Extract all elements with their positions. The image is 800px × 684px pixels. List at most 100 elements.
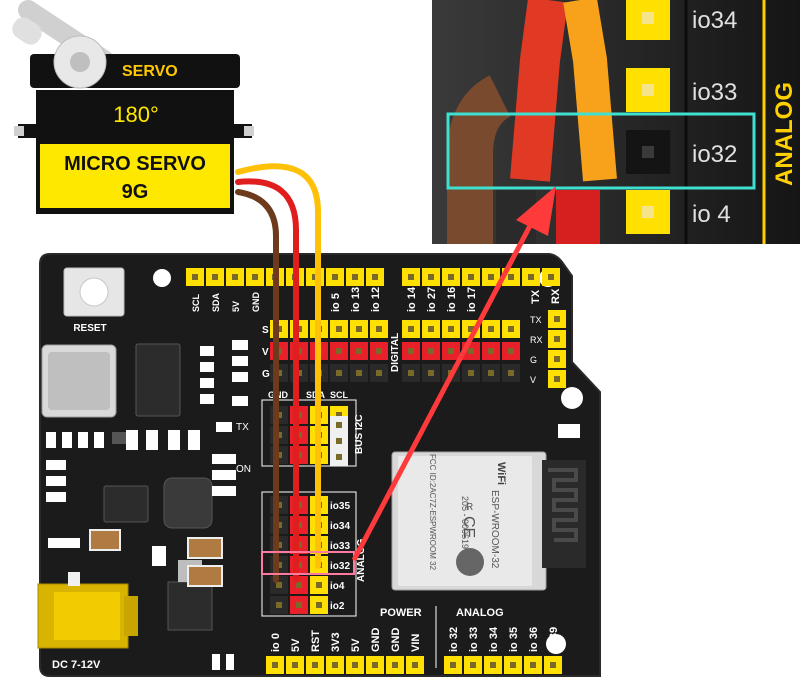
bottom-power-pin xyxy=(346,656,364,674)
row-label: V xyxy=(262,347,269,358)
sensor-row-pin xyxy=(422,364,440,382)
top-pin-label: io 12 xyxy=(370,287,382,312)
bottom-analog-pin xyxy=(484,656,502,674)
analog-gnd-pin xyxy=(270,596,288,614)
bottom-pin-label: 3V3 xyxy=(330,632,342,652)
analog-pin-label: io33 xyxy=(330,541,350,552)
bottom-pin-label: io 34 xyxy=(488,626,500,652)
inset-wire-brown xyxy=(447,75,512,244)
servo-motor: SERVO 180° MICRO SERVO 9G xyxy=(12,0,254,214)
top-header-pin xyxy=(522,268,540,286)
sensor-row-pin xyxy=(350,342,368,360)
analog-pin-label: io32 xyxy=(330,561,350,572)
i2c-label: SCL xyxy=(330,390,349,400)
row-labels: SVG xyxy=(262,325,270,380)
regulator-chip xyxy=(103,485,149,523)
wifi-mark: WiFi xyxy=(495,462,507,485)
digital-label: DIGITAL xyxy=(390,333,401,372)
sensor-row-pin xyxy=(402,320,420,338)
sensor-row-pin xyxy=(482,364,500,382)
i2c-connector-pin xyxy=(330,448,348,466)
module-name: ESP-WROOM-32 xyxy=(489,490,500,569)
side-pin-label: G xyxy=(530,355,537,365)
mounting-hole xyxy=(561,387,583,409)
inset-pin xyxy=(626,0,670,40)
mounting-hole xyxy=(546,634,566,654)
analog-pin-label: io35 xyxy=(330,501,350,512)
zoom-arrow xyxy=(351,186,556,562)
servo-model-line2: 9G xyxy=(122,181,149,203)
side-header-pin xyxy=(548,350,566,368)
inset-wire-red xyxy=(510,0,568,182)
sensor-row-pin xyxy=(422,320,440,338)
top-header-pin xyxy=(482,268,500,286)
analog-bottom-label: ANALOG xyxy=(456,607,504,619)
sensor-row-pin xyxy=(502,342,520,360)
usb-serial-chip xyxy=(135,343,181,417)
top-header-pin xyxy=(422,268,440,286)
sensor-row-pin xyxy=(330,342,348,360)
bottom-pin-label: GND xyxy=(390,628,402,653)
row-label: G xyxy=(262,369,270,380)
analog-signal-pin xyxy=(310,596,328,614)
top-pin-label: io 16 xyxy=(446,287,458,312)
on-led-label: ON xyxy=(236,464,251,475)
rx-label: RX xyxy=(550,288,562,304)
bottom-power-pin xyxy=(406,656,424,674)
power-section-label: POWER xyxy=(380,607,422,619)
bottom-analog-pin xyxy=(524,656,542,674)
sensor-row-pin xyxy=(330,364,348,382)
capacitor xyxy=(89,529,121,551)
bottom-pin-label: io 35 xyxy=(508,627,520,652)
inset-pin-column xyxy=(626,0,670,234)
dc-power-jack xyxy=(37,572,138,649)
servo-wires xyxy=(235,163,321,583)
bottom-power-pin xyxy=(306,656,324,674)
bottom-pin-label: GND xyxy=(370,628,382,653)
esp32-module: ESP-WROOM-32 FCC ID:2AC7Z-ESPWROOM 32 20… xyxy=(391,451,586,591)
inset-io32-highlight xyxy=(446,112,756,190)
inset-pin-label: io34 xyxy=(692,7,737,34)
r-mark: R xyxy=(466,502,473,513)
top-pin-label: SCL xyxy=(191,293,201,312)
sensor-row-pin xyxy=(330,320,348,338)
capacitor xyxy=(187,537,223,559)
servo-model-line1: MICRO SERVO xyxy=(64,153,206,175)
top-header-pin xyxy=(206,268,224,286)
analog-vertical-label: ANALOG xyxy=(356,538,367,582)
side-header-pin xyxy=(548,370,566,388)
sensor-row-pin xyxy=(422,342,440,360)
inset-pin xyxy=(626,130,670,174)
side-pin-label: TX xyxy=(530,315,542,325)
top-pin-label: SDA xyxy=(211,292,221,312)
bottom-power-pin xyxy=(366,656,384,674)
io32-highlight-box xyxy=(261,551,355,575)
mounting-hole xyxy=(153,269,171,287)
sensor-row-pin xyxy=(370,364,388,382)
top-header-pin xyxy=(326,268,344,286)
top-header-pin xyxy=(542,268,560,286)
capacitor xyxy=(187,565,223,587)
sensor-row-pin xyxy=(370,320,388,338)
top-pin-label: io 13 xyxy=(350,287,362,312)
analog-pin-label: io4 xyxy=(330,581,345,592)
inductor xyxy=(163,477,213,529)
wire-red-vcc xyxy=(235,178,299,583)
wire-yellow-signal xyxy=(235,163,321,569)
module-logo-icon xyxy=(456,548,484,576)
i2c-connector-pin xyxy=(330,416,348,434)
power-jack-label: DC 7-12V xyxy=(52,659,101,671)
reset-button[interactable] xyxy=(63,267,125,317)
bottom-pin-label: VIN xyxy=(410,634,422,652)
sensor-row-pin xyxy=(482,342,500,360)
top-header-pin xyxy=(246,268,264,286)
inset-pin-label: io32 xyxy=(692,141,737,168)
bottom-analog-pin xyxy=(444,656,462,674)
voltage-regulator xyxy=(167,581,213,631)
reset-label: RESET xyxy=(73,323,106,334)
sensor-row-pin xyxy=(350,320,368,338)
